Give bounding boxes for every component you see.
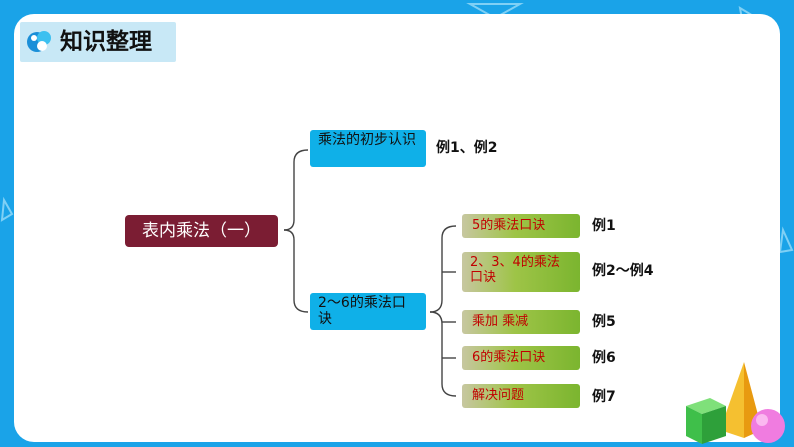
leaf-node: 2、3、4的乘法口诀 (462, 252, 580, 292)
branch-example-1: 例1、例2 (436, 140, 498, 156)
branch-node-multiplication-table: 2～6的乘法口诀 (310, 293, 426, 330)
leaf-node: 解决问题 (462, 384, 580, 408)
logo-icon (27, 31, 51, 52)
page-title: 知识整理 (60, 29, 152, 55)
leaf-example: 例6 (592, 350, 616, 366)
leaf-node: 6的乘法口诀 (462, 346, 580, 370)
leaf-example: 例1 (592, 218, 616, 234)
leaf-example: 例2～例4 (592, 263, 654, 279)
leaf-example: 例7 (592, 389, 616, 405)
3d-shapes-decoration (686, 362, 785, 444)
header: 知识整理 (20, 22, 176, 62)
branch-node-initial-multiplication: 乘法的初步认识 (310, 130, 426, 167)
leaf-example: 例5 (592, 314, 616, 330)
leaf-node: 乘加 乘减 (462, 310, 580, 334)
root-node: 表内乘法（一） (125, 215, 278, 247)
leaf-node: 5的乘法口诀 (462, 214, 580, 238)
